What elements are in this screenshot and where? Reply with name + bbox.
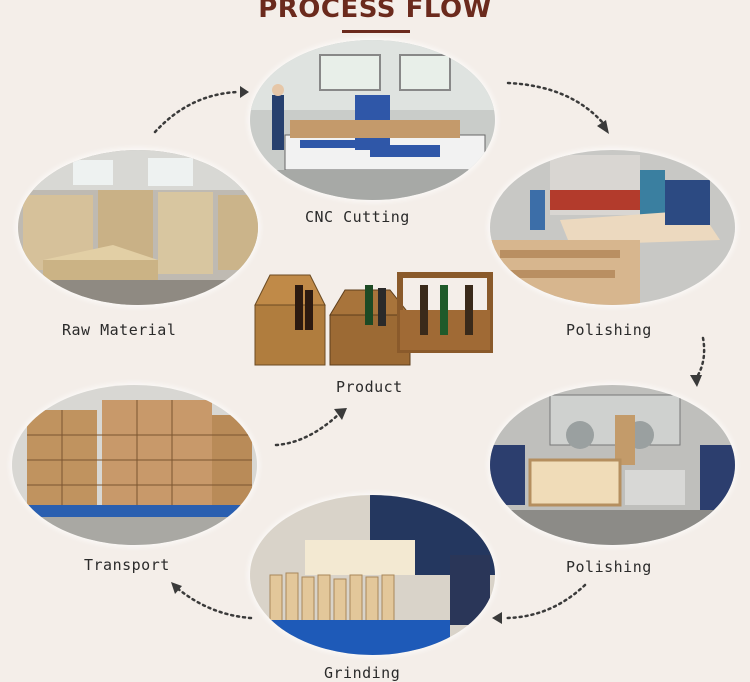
- cnc-cutting-photo: [250, 40, 495, 200]
- arrow-cnc-to-polishing: [506, 81, 609, 134]
- polishing-photo-2: [490, 385, 735, 545]
- raw-material-label: Raw Material: [62, 321, 177, 339]
- polishing-label-2: Polishing: [566, 558, 652, 576]
- raw-material-photo: [18, 150, 258, 305]
- product-photo: [250, 270, 494, 370]
- product-label: Product: [336, 378, 403, 396]
- grinding-photo: [250, 495, 495, 655]
- page-title: PROCESS FLOW: [258, 0, 492, 24]
- grinding-label: Grinding: [324, 664, 401, 682]
- title-underline: [342, 30, 410, 33]
- arrow-polishing-to-grinding: [492, 583, 587, 624]
- arrow-raw-to-cnc: [153, 86, 249, 134]
- polishing-photo-1: [490, 150, 735, 305]
- arrow-polishing-to-polishing: [690, 336, 706, 387]
- polishing-label-1: Polishing: [566, 321, 652, 339]
- transport-photo: [12, 385, 257, 545]
- arrow-grinding-to-transport: [171, 582, 253, 620]
- arrow-transport-to-product: [274, 408, 347, 447]
- cnc-cutting-label: CNC Cutting: [305, 208, 410, 226]
- transport-label: Transport: [84, 556, 170, 574]
